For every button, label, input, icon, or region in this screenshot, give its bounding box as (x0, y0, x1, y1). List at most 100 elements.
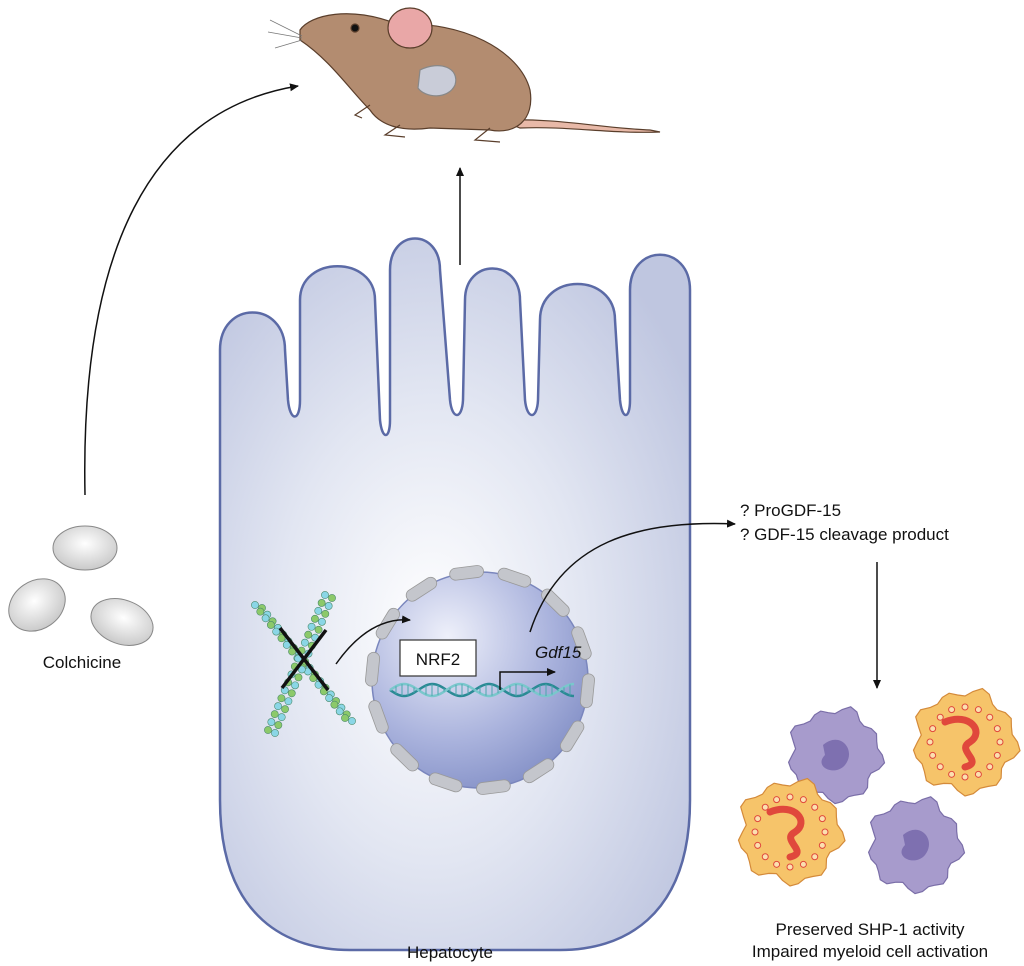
outcome-myeloid-label: Impaired myeloid cell activation (752, 942, 988, 961)
granule (961, 773, 969, 781)
granule (761, 853, 769, 861)
tubulin-bead (272, 627, 281, 636)
nuclear-pore (390, 743, 419, 772)
progdf15-label: ? ProGDF-15 (740, 501, 841, 520)
nuclear-pore (375, 607, 400, 640)
tubulin-bead (251, 601, 259, 609)
myeloid-cells (737, 687, 1021, 895)
nuclear-pore (449, 565, 484, 581)
tubulin-bead (318, 617, 326, 626)
arrow-secretion (529, 519, 736, 633)
granule (974, 706, 982, 714)
granule (929, 751, 937, 759)
tubulin-bead (311, 614, 319, 623)
tubulin-bead (277, 694, 286, 703)
granule (799, 860, 807, 868)
granule (948, 770, 956, 778)
nucleus-icon (766, 805, 805, 861)
tubulin-bead (325, 694, 334, 702)
granule (754, 815, 762, 823)
tubulin-bead (314, 606, 323, 615)
tubulin-bead (348, 717, 356, 725)
tubulin-bead (341, 714, 349, 722)
nucleus-icon (821, 739, 850, 771)
tubulin-bead (304, 630, 313, 639)
granule (948, 706, 956, 714)
granule (773, 860, 781, 868)
granule (751, 828, 759, 836)
nrf2-box (399, 639, 477, 677)
granule (786, 793, 794, 801)
granule (773, 796, 781, 804)
granule (761, 803, 769, 811)
tubulin-bead (317, 599, 326, 607)
nuclear-pore (365, 651, 381, 687)
arrow-microtubule-to-nucleus (335, 615, 411, 665)
tubulin-bead (324, 602, 333, 610)
granule (818, 841, 826, 849)
tubulin-bead (300, 638, 309, 647)
colchicine-pills (8, 525, 154, 646)
tubulin-bead (274, 721, 283, 729)
nuclear-pore (522, 758, 555, 784)
nuclear-pore (368, 700, 389, 734)
tubulin-bead (321, 591, 329, 599)
tubulin-bead (291, 681, 300, 690)
nuclear-pore (579, 673, 595, 709)
granule (986, 713, 994, 721)
tubulin-bead (281, 705, 289, 714)
tubulin-bead (282, 640, 291, 649)
granule (929, 725, 937, 733)
granule (811, 803, 819, 811)
granule (754, 841, 762, 849)
nuclear-pore (476, 779, 511, 795)
granule (811, 853, 819, 861)
tubulin-bead (335, 707, 344, 716)
tubulin-bead (266, 621, 275, 629)
granule (936, 763, 944, 771)
granule (786, 863, 794, 871)
colchicine-label: Colchicine (43, 653, 121, 672)
gdf15-gene-label: Gdf15 (535, 643, 582, 662)
granule (821, 828, 829, 836)
tubulin-bead (271, 729, 279, 737)
nuclear-pore (405, 576, 438, 602)
tubulin-bead (267, 718, 276, 726)
granule (799, 796, 807, 804)
tubulin-bead (294, 673, 303, 682)
mouse-illustration (267, 7, 661, 143)
granule (818, 815, 826, 823)
nuclear-pore (571, 626, 592, 660)
tubulin-bead (287, 689, 296, 698)
nuclear-pore (541, 588, 570, 617)
tubulin-bead (256, 607, 265, 616)
outcome-shp1-label: Preserved SHP-1 activity (776, 920, 965, 939)
gdf15-cleavage-label: ? GDF-15 cleavage product (740, 525, 949, 544)
tubulin-bead (321, 609, 330, 618)
tubulin-bead (314, 625, 323, 634)
nrf2-label: NRF2 (416, 650, 460, 669)
arrow-colchicine-to-mouse (84, 83, 299, 496)
tubulin-bead (277, 713, 286, 722)
nucleus-icon (941, 715, 980, 771)
tubulin-bead (264, 726, 272, 734)
tubulin-bead (277, 634, 286, 643)
granule (993, 751, 1001, 759)
tubulin-bead (330, 700, 339, 709)
nucleus-icon (901, 829, 930, 861)
granule (961, 703, 969, 711)
tubulin-bead (328, 594, 336, 602)
hepatocyte-label: Hepatocyte (407, 943, 493, 962)
nuclear-pore (497, 567, 532, 588)
transcription-start-arrow (499, 668, 556, 690)
nuclear-pore (560, 720, 585, 753)
tubulin-bead (307, 622, 316, 631)
nuclear-pore (428, 772, 463, 793)
granule (926, 738, 934, 746)
dna-helix (389, 682, 575, 698)
granule (996, 738, 1004, 746)
nuclear-envelope-pores (365, 565, 595, 795)
granule (986, 763, 994, 771)
tubulin-bead (274, 702, 282, 711)
